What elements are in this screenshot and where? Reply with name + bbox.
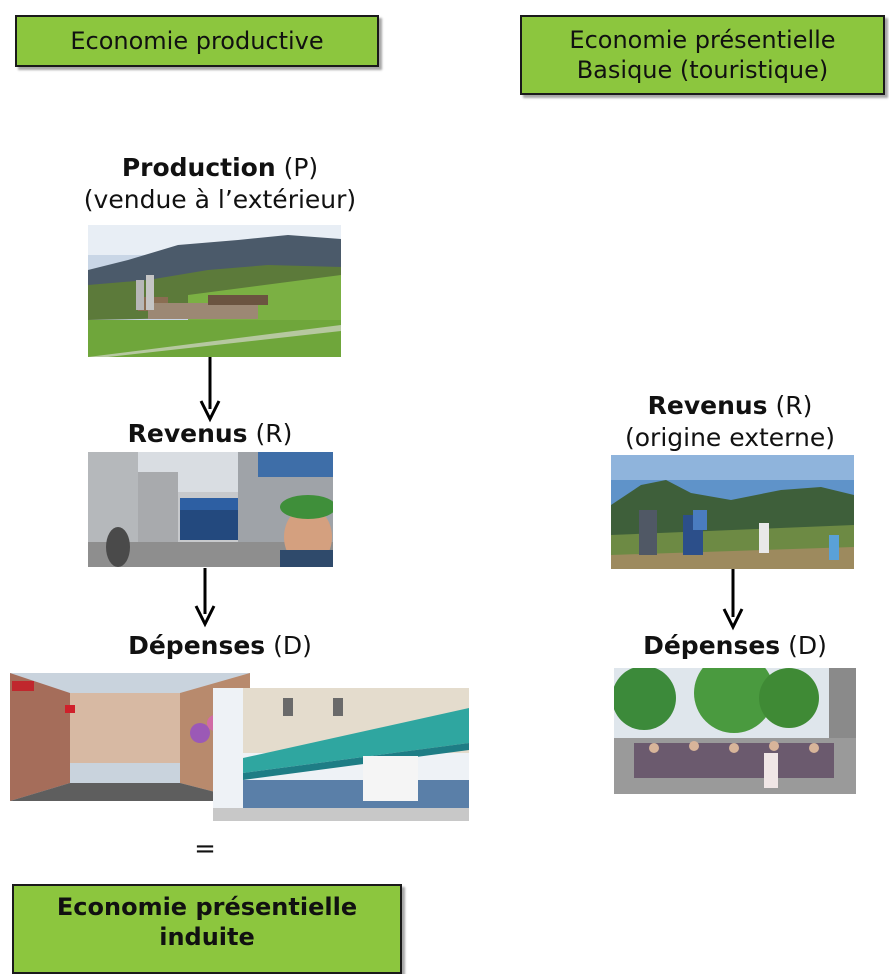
header-basique-line2: Basique (touristique) [576, 56, 829, 84]
farm-landscape-image [88, 225, 341, 357]
production-suffix: (P) [275, 153, 319, 182]
revenus-right-title: Revenus [647, 391, 768, 420]
supermarket-image [213, 688, 469, 821]
depenses-right-label: Dépenses (D) [565, 630, 889, 662]
depenses-left-title: Dépenses [128, 631, 266, 660]
depenses-left-label: Dépenses (D) [40, 630, 400, 662]
market-crowd-image [614, 668, 856, 794]
equals-sign: = [194, 834, 216, 864]
production-subtitle: (vendue à l’extérieur) [83, 185, 357, 214]
footer-line1: Economie présentielle [56, 893, 358, 921]
revenus-right-label: Revenus (R) (origine externe) [560, 390, 889, 454]
footer-economie-presentielle-induite: Economie présentielle induite [12, 884, 402, 974]
depenses-left-suffix: (D) [265, 631, 312, 660]
revenus-left-label: Revenus (R) [40, 418, 380, 450]
revenus-left-title: Revenus [127, 419, 248, 448]
header-economie-productive-text: Economie productive [70, 27, 324, 55]
depenses-right-title: Dépenses [643, 631, 781, 660]
header-economie-productive: Economie productive [15, 15, 379, 67]
hikers-volcano-image [611, 455, 854, 569]
market-crowd-photo [614, 668, 856, 794]
footer-line2: induite [159, 923, 255, 951]
supermarket-photo [213, 688, 469, 821]
hikers-volcano-photo [611, 455, 854, 569]
factory-worker-image [88, 452, 333, 567]
production-label: Production (P) (vendue à l’extérieur) [40, 152, 400, 216]
revenus-left-suffix: (R) [247, 419, 293, 448]
arrow-revenus-to-depenses-right [722, 569, 744, 631]
revenus-right-subtitle: (origine externe) [625, 423, 835, 452]
farm-landscape-photo [88, 225, 341, 357]
arrow-revenus-to-depenses [194, 568, 216, 628]
header-economie-presentielle-basique: Economie présentielle Basique (touristiq… [520, 15, 885, 95]
factory-worker-photo [88, 452, 333, 567]
production-title: Production [121, 153, 276, 182]
revenus-right-suffix: (R) [767, 391, 813, 420]
header-basique-line1: Economie présentielle [569, 26, 836, 54]
depenses-right-suffix: (D) [780, 631, 827, 660]
arrow-production-to-revenus [199, 357, 221, 423]
